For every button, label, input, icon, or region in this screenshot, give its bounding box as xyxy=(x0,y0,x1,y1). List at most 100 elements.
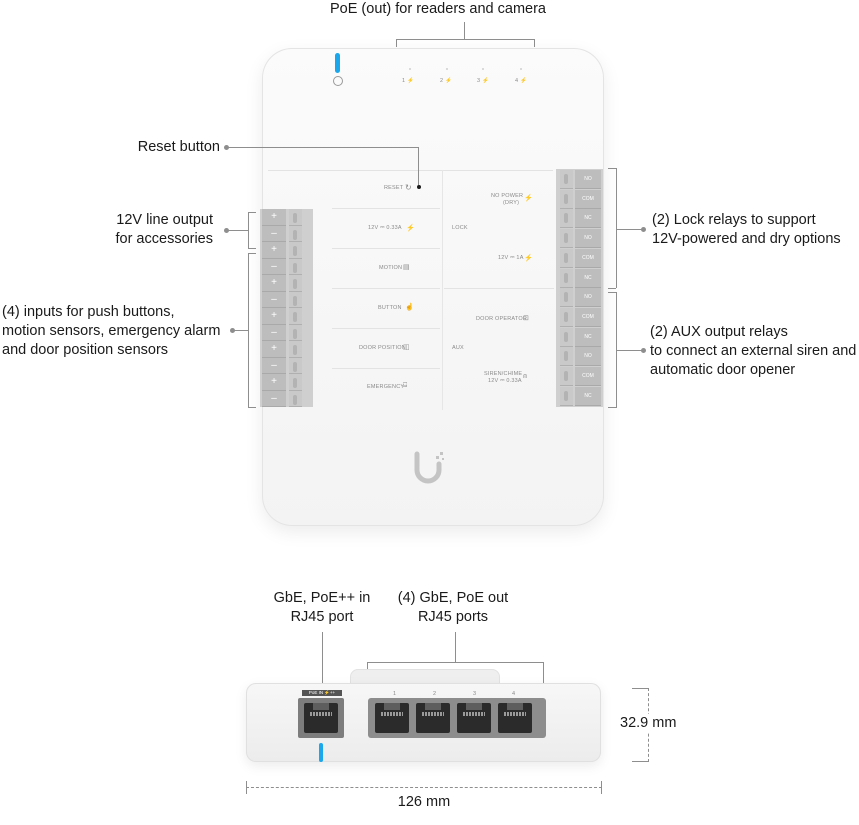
divider xyxy=(332,288,440,289)
relay-terminal-nc[interactable]: NC xyxy=(575,327,601,347)
poe-in-port[interactable] xyxy=(298,698,344,738)
leader-line xyxy=(455,632,456,662)
relay-terminal-com[interactable]: COM xyxy=(575,248,601,268)
terminal-screw[interactable] xyxy=(560,347,573,367)
line-output-label: 12V ⎓ 0.33A xyxy=(368,225,402,231)
rj45-port[interactable] xyxy=(498,703,532,733)
terminal-screw[interactable] xyxy=(289,258,302,275)
width-dimension: 126 mm xyxy=(384,793,464,812)
exit-icon: ⍈ xyxy=(403,382,408,389)
leader-line xyxy=(616,350,642,351)
rj45-port[interactable] xyxy=(457,703,491,733)
relay-terminal-com[interactable]: COM xyxy=(575,189,601,209)
aux-label: AUX xyxy=(452,345,464,351)
terminal-screw[interactable] xyxy=(289,390,302,407)
poe-port-number: 1 xyxy=(402,78,406,84)
divider xyxy=(442,170,443,410)
relay-terminal-com[interactable]: COM xyxy=(575,307,601,327)
relay-terminal-no[interactable]: NO xyxy=(575,347,601,367)
siren-label: SIREN/CHIME xyxy=(484,371,523,377)
terminal-positive[interactable]: + xyxy=(262,308,286,325)
leader-line xyxy=(232,330,248,331)
relay-terminal-no[interactable]: NO xyxy=(575,229,601,249)
terminal-negative[interactable]: – xyxy=(262,225,286,242)
door-operator-icon: ⊡ xyxy=(523,315,530,322)
terminal-screw[interactable] xyxy=(560,386,573,406)
door-icon: ◫ xyxy=(403,344,410,351)
terminal-screw[interactable] xyxy=(560,209,573,229)
terminal-negative[interactable]: – xyxy=(262,291,286,308)
leader-line xyxy=(248,407,256,408)
relay-terminal-nc[interactable]: NC xyxy=(575,386,601,406)
unifi-logo xyxy=(414,450,444,484)
bottom-led xyxy=(319,743,323,762)
reset-label: RESET xyxy=(384,185,404,191)
terminal-screw[interactable] xyxy=(289,275,302,292)
terminal-screw[interactable] xyxy=(560,307,573,327)
callout-line: automatic door opener xyxy=(650,362,796,378)
terminal-screw[interactable] xyxy=(560,229,573,249)
relay-terminal-no[interactable]: NO xyxy=(575,170,601,189)
reset-button[interactable] xyxy=(417,185,421,189)
wiring-panel xyxy=(268,168,598,413)
terminal-screw[interactable] xyxy=(560,268,573,288)
divider xyxy=(332,208,440,209)
callout-line: GbE, PoE++ in xyxy=(273,590,371,606)
terminal-positive[interactable]: + xyxy=(262,275,286,292)
leader-line xyxy=(248,212,249,248)
terminal-screw[interactable] xyxy=(289,357,302,374)
rj45-port[interactable] xyxy=(416,703,450,733)
callout-line: 12V-powered and dry options xyxy=(652,231,841,247)
leader-line xyxy=(248,248,256,249)
relay-terminal-nc[interactable]: NC xyxy=(575,268,601,288)
bolt-icon: ⚡ xyxy=(524,255,533,262)
emergency-label: EMERGENCY xyxy=(367,384,405,390)
leader-dot xyxy=(641,227,646,232)
lock-output-label: 12V ⎓ 1A xyxy=(498,255,524,261)
callout-inputs: (4) inputs for push buttons, motion sens… xyxy=(2,303,232,360)
terminal-negative[interactable]: – xyxy=(262,357,286,374)
terminal-positive[interactable]: + xyxy=(262,374,286,391)
poe-port-number: 2 xyxy=(440,78,444,84)
callout-line: 12V line output xyxy=(116,212,213,228)
terminal-screw[interactable] xyxy=(289,209,302,226)
rj45-port[interactable] xyxy=(304,703,338,733)
terminal-screw[interactable] xyxy=(560,189,573,209)
terminal-screw[interactable] xyxy=(560,170,573,189)
terminal-screw[interactable] xyxy=(289,308,302,325)
terminal-negative[interactable]: – xyxy=(262,324,286,341)
callout-gbe-in: GbE, PoE++ in RJ45 port xyxy=(262,589,382,627)
terminal-positive[interactable]: + xyxy=(262,341,286,358)
terminal-screw[interactable] xyxy=(289,291,302,308)
relay-terminal-no[interactable]: NO xyxy=(575,288,601,308)
button-label: BUTTON xyxy=(378,305,402,311)
dimension-tick xyxy=(632,761,649,762)
terminal-screw[interactable] xyxy=(560,288,573,308)
access-hub-front: 1 ⚡ 2 ⚡ 3 ⚡ 4 ⚡ RESET ↻ 12V ⎓ 0.33A ⚡ MO… xyxy=(262,48,604,526)
dimension-tick xyxy=(246,781,247,794)
terminal-positive[interactable]: + xyxy=(262,242,286,259)
poe-led-3 xyxy=(482,68,484,70)
terminal-negative[interactable]: – xyxy=(262,390,286,407)
relay-terminal-com[interactable]: COM xyxy=(575,367,601,386)
hand-icon: ☝ xyxy=(405,304,414,311)
terminal-screw[interactable] xyxy=(560,327,573,347)
terminal-screw[interactable] xyxy=(289,225,302,242)
leader-line xyxy=(248,253,249,408)
terminal-positive[interactable]: + xyxy=(262,209,286,226)
terminal-screw[interactable] xyxy=(289,324,302,341)
terminal-screw[interactable] xyxy=(560,367,573,386)
relay-terminal-nc[interactable]: NC xyxy=(575,209,601,229)
rj45-port[interactable] xyxy=(375,703,409,733)
leader-line xyxy=(534,39,535,47)
leader-line xyxy=(543,662,544,688)
terminal-negative[interactable]: – xyxy=(262,258,286,275)
door-position-label: DOOR POSITION xyxy=(359,345,406,351)
no-power-sub: (DRY) xyxy=(503,200,520,206)
callout-line: RJ45 port xyxy=(290,609,354,625)
terminal-screw[interactable] xyxy=(289,374,302,391)
terminal-screw[interactable] xyxy=(289,341,302,358)
terminal-screw[interactable] xyxy=(289,242,302,259)
bell-icon: ⍝ xyxy=(523,373,528,380)
terminal-screw[interactable] xyxy=(560,248,573,268)
